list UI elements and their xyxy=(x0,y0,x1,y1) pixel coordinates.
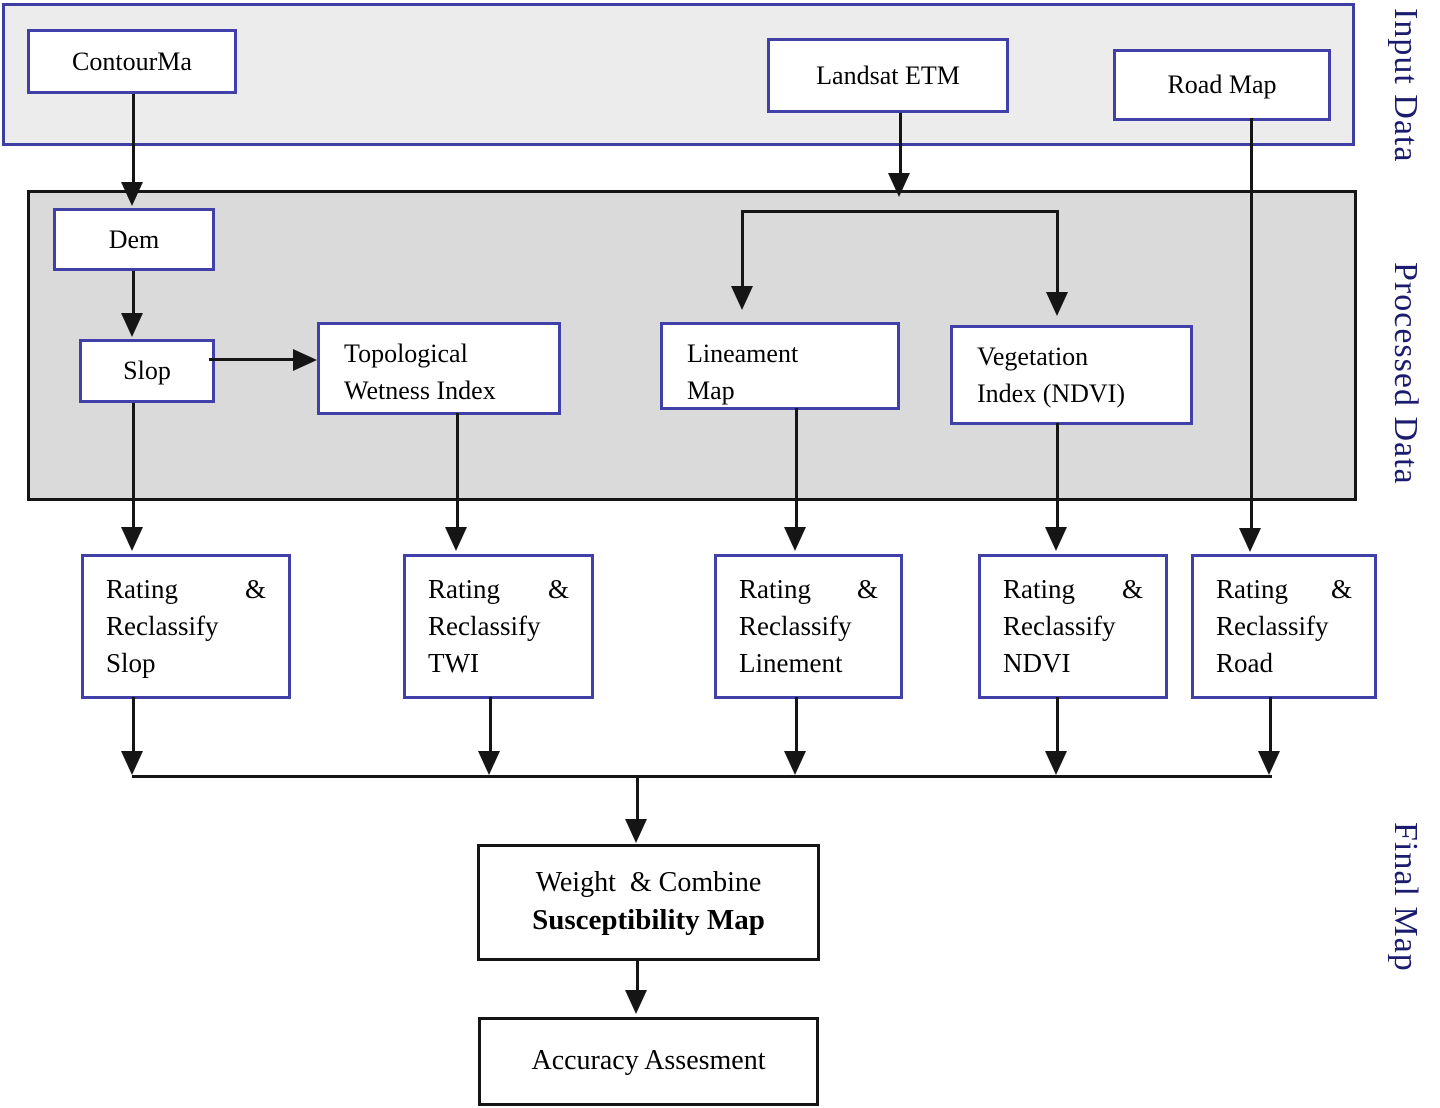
node-line: Lineament xyxy=(687,339,799,368)
arrowhead xyxy=(784,527,806,551)
flow-line xyxy=(1250,118,1253,528)
node-line: & xyxy=(856,574,878,604)
flow-line xyxy=(132,403,135,527)
node-line: Reclassify xyxy=(1003,611,1116,641)
node-line: Rating xyxy=(1003,574,1075,604)
node-line: Wetness Index xyxy=(344,376,496,405)
arrowhead xyxy=(888,173,910,197)
arrowhead xyxy=(625,990,647,1014)
node-lineament-map: Lineament Map xyxy=(660,322,900,410)
flow-line xyxy=(456,413,459,527)
arrowhead xyxy=(1046,292,1068,316)
node-rating-reclassify-twi: Rating & Reclassify TWI xyxy=(403,554,594,699)
flow-line xyxy=(636,958,639,991)
node-line: Reclassify xyxy=(1216,611,1329,641)
flow-line xyxy=(1269,697,1272,753)
arrowhead xyxy=(121,751,143,775)
node-line: Rating xyxy=(1216,574,1288,604)
node-line: Rating xyxy=(106,574,178,604)
arrowhead xyxy=(625,819,647,843)
node-rating-reclassify-lineament: Rating & Reclassify Linement xyxy=(714,554,903,699)
flow-line xyxy=(489,697,492,753)
arrowhead xyxy=(121,527,143,551)
node-line: TWI xyxy=(428,648,479,678)
node-line: Slop xyxy=(106,648,156,678)
node-contour-map: ContourMa xyxy=(27,29,237,94)
arrowhead xyxy=(784,751,806,775)
node-line: Road xyxy=(1216,648,1273,678)
node-line: Topological xyxy=(344,339,468,368)
arrowhead xyxy=(121,182,143,206)
node-rating-reclassify-slop: Rating & Reclassify Slop xyxy=(81,554,291,699)
flow-line-collector xyxy=(132,775,1272,778)
node-line: & xyxy=(547,574,569,604)
flow-line xyxy=(1056,423,1059,527)
node-line: & xyxy=(244,574,266,604)
node-topological-wetness-index: Topological Wetness Index xyxy=(317,322,561,415)
node-line: Reclassify xyxy=(106,611,219,641)
node-line: Vegetation xyxy=(977,342,1089,371)
node-dem: Dem xyxy=(53,208,215,271)
node-line: Weight & Combine xyxy=(535,867,762,899)
node-rating-reclassify-ndvi: Rating & Reclassify NDVI xyxy=(978,554,1168,699)
arrowhead xyxy=(731,286,753,310)
node-line: Linement xyxy=(739,648,843,678)
flow-line xyxy=(795,408,798,527)
flow-line xyxy=(795,697,798,753)
node-road-map: Road Map xyxy=(1113,49,1331,121)
node-line: Susceptibility Map xyxy=(532,903,765,936)
arrowhead xyxy=(1239,528,1261,552)
node-line: NDVI xyxy=(1003,648,1071,678)
arrowhead xyxy=(1045,751,1067,775)
node-line: & xyxy=(1121,574,1143,604)
node-accuracy-assessment: Accuracy Assesment xyxy=(478,1017,819,1106)
section-label-final-map: Final Map xyxy=(1387,822,1424,972)
arrowhead xyxy=(445,527,467,551)
node-line: Map xyxy=(687,376,735,405)
node-vegetation-index-ndvi: Vegetation Index (NDVI) xyxy=(950,325,1193,425)
node-line: Rating xyxy=(428,574,500,604)
section-label-processed-data: Processed Data xyxy=(1387,262,1424,485)
flow-line xyxy=(741,210,744,286)
flow-line xyxy=(899,113,902,173)
node-line: Index (NDVI) xyxy=(977,379,1126,408)
flow-line xyxy=(132,697,135,753)
flow-line xyxy=(132,271,135,313)
arrowhead xyxy=(478,751,500,775)
node-landsat-etm: Landsat ETM xyxy=(767,38,1009,113)
flow-line xyxy=(209,358,293,361)
node-line: & xyxy=(1330,574,1352,604)
flow-line xyxy=(1056,697,1059,753)
node-line: Rating xyxy=(739,574,811,604)
node-weight-combine-susceptibility-map: Weight & Combine Susceptibility Map xyxy=(477,844,820,961)
node-line: Reclassify xyxy=(428,611,541,641)
flow-line xyxy=(741,210,1059,213)
arrowhead xyxy=(1045,527,1067,551)
arrowhead xyxy=(121,313,143,337)
node-line: Reclassify xyxy=(739,611,852,641)
node-rating-reclassify-road: Rating & Reclassify Road xyxy=(1191,554,1377,699)
section-label-input-data: Input Data xyxy=(1387,8,1424,163)
node-slop: Slop xyxy=(79,339,215,403)
flow-line xyxy=(1056,210,1059,292)
flow-line xyxy=(636,777,639,819)
arrowhead xyxy=(293,349,317,371)
flow-line xyxy=(132,94,135,182)
arrowhead xyxy=(1258,751,1280,775)
